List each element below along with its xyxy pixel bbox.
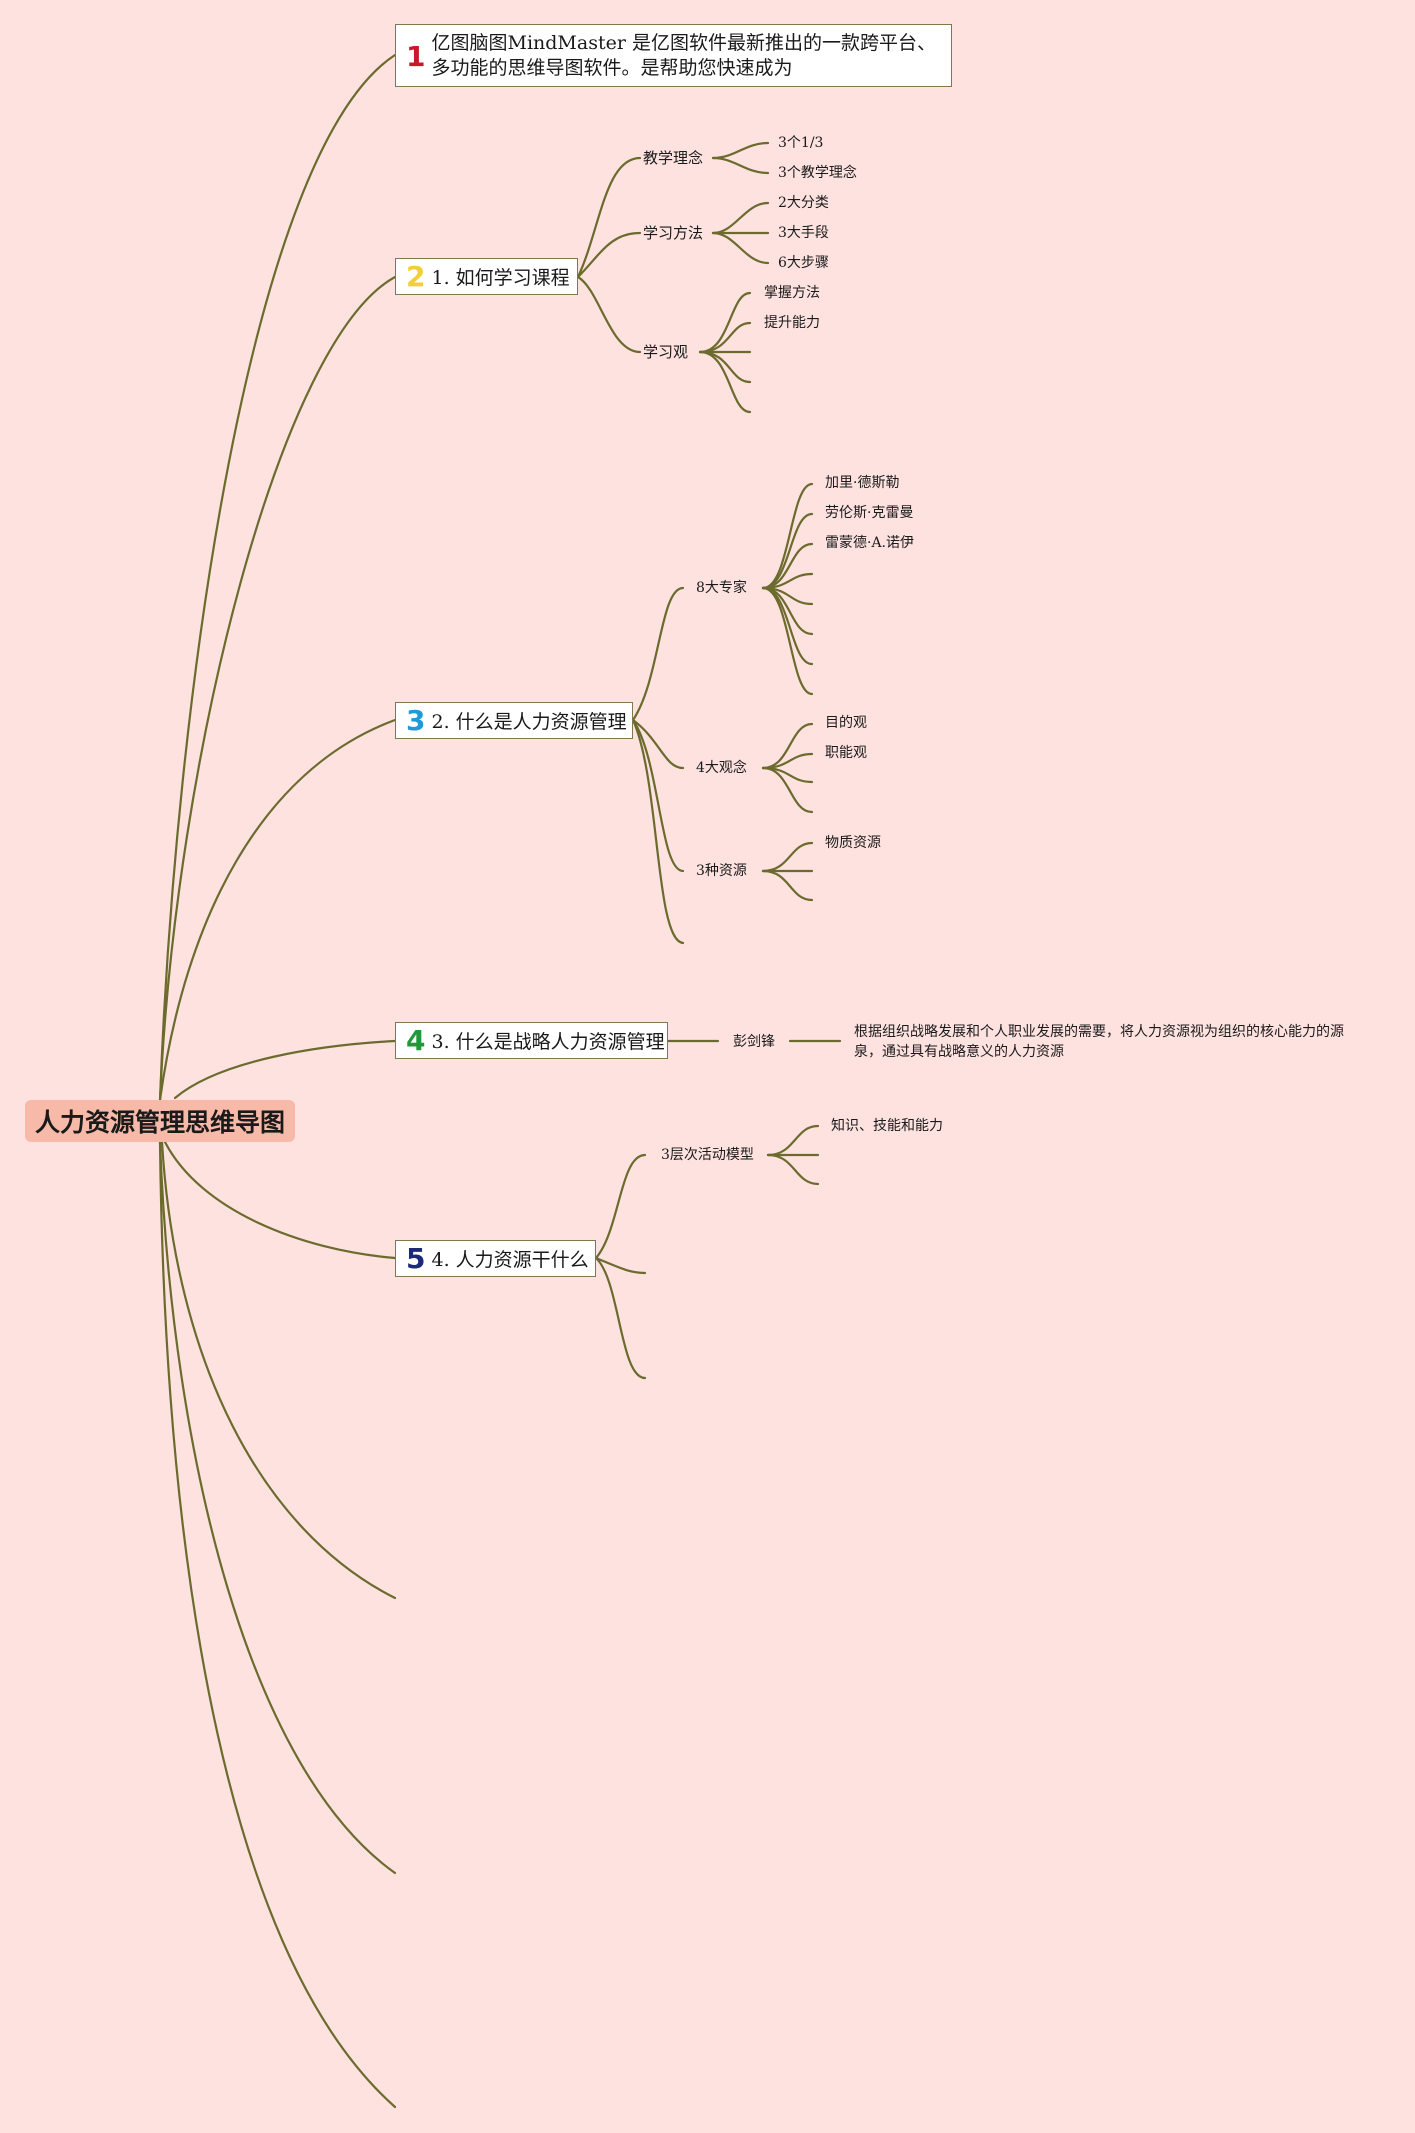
connector-experts-8: [761, 586, 814, 696]
connector-experts-2: [761, 512, 814, 590]
leaf-teaching-2[interactable]: 3个教学理念: [778, 165, 857, 181]
connector-t5-model: [594, 1153, 647, 1260]
leaf-resource-1[interactable]: 物质资源: [825, 835, 881, 851]
connector-root-topic1: [158, 53, 397, 1102]
number-1-icon: 1: [406, 40, 426, 73]
connector-teaching-b: [711, 156, 770, 175]
number-5-icon: 5: [406, 1241, 426, 1275]
root-node[interactable]: 人力资源管理思维导图: [25, 1100, 295, 1142]
leaf-teaching-1[interactable]: 3个1/3: [778, 135, 824, 151]
connector-method-c: [711, 231, 770, 265]
connector-root-empty6: [160, 1140, 397, 1600]
connector-view-a: [698, 291, 752, 354]
subtopic-concepts[interactable]: 4大观念: [696, 760, 747, 776]
number-3-icon: 3: [406, 703, 426, 737]
connector-root-empty7: [158, 1140, 397, 1875]
connector-root-empty8: [158, 1140, 397, 2109]
connector-t3-empty: [631, 718, 685, 945]
leaf-expert-1[interactable]: 加里·德斯勒: [825, 475, 900, 491]
leaf-expert-3[interactable]: 雷蒙德·A.诺伊: [825, 535, 915, 551]
leaf-concept-2[interactable]: 职能观: [825, 745, 867, 761]
connector-t3-concepts: [631, 718, 685, 770]
subtopic-person[interactable]: 彭剑锋: [733, 1034, 775, 1050]
connector-t2-method: [576, 231, 642, 279]
connector-concepts-4: [761, 766, 814, 814]
connector-method-a: [711, 201, 770, 235]
connector-model-1: [766, 1124, 820, 1157]
leaf-method-2[interactable]: 3大手段: [778, 225, 829, 241]
connector-t3-experts: [631, 586, 685, 722]
leaf-concept-1[interactable]: 目的观: [825, 715, 867, 731]
connector-experts-7: [761, 586, 814, 666]
number-4-icon: 4: [406, 1023, 426, 1057]
topic-4[interactable]: 4 3. 什么是战略人力资源管理: [395, 1022, 668, 1059]
connector-t5-empty1: [594, 1256, 647, 1275]
connector-experts-1: [761, 482, 814, 590]
connector-t2-view: [576, 275, 642, 354]
connector-t5-empty2: [594, 1256, 647, 1380]
leaf-model-1[interactable]: 知识、技能和能力: [831, 1118, 943, 1134]
subtopic-model[interactable]: 3层次活动模型: [661, 1147, 754, 1163]
topic-5[interactable]: 5 4. 人力资源干什么: [395, 1240, 596, 1277]
leaf-expert-2[interactable]: 劳伦斯·克雷曼: [825, 505, 914, 521]
topic-1-label: 亿图脑图MindMaster 是亿图软件最新推出的一款跨平台、多功能的思维导图软…: [431, 32, 936, 79]
connector-view-e: [698, 350, 752, 414]
leaf-view-1[interactable]: 掌握方法: [764, 285, 820, 301]
topic-3-label: 2. 什么是人力资源管理: [431, 711, 627, 733]
number-2-icon: 2: [406, 259, 426, 293]
subtopic-experts[interactable]: 8大专家: [696, 580, 747, 596]
connector-resources-1: [761, 841, 814, 873]
leaf-view-2[interactable]: 提升能力: [764, 315, 820, 331]
connector-root-topic3: [158, 718, 397, 1102]
subtopic-study-method[interactable]: 学习方法: [643, 224, 704, 242]
subtopic-study-view[interactable]: 学习观: [643, 343, 689, 361]
connector-view-d: [698, 350, 752, 384]
connector-view-b: [698, 321, 752, 354]
leaf-method-1[interactable]: 2大分类: [778, 195, 829, 211]
topic-2[interactable]: 2 1. 如何学习课程: [395, 258, 578, 295]
leaf-method-3[interactable]: 6大步骤: [778, 255, 829, 271]
connector-resources-3: [761, 869, 814, 902]
topic-1[interactable]: 1 亿图脑图MindMaster 是亿图软件最新推出的一款跨平台、多功能的思维导…: [395, 24, 952, 87]
topic-4-label: 3. 什么是战略人力资源管理: [431, 1031, 665, 1053]
definition-note[interactable]: 根据组织战略发展和个人职业发展的需要，将人力资源视为组织的核心能力的源泉，通过具…: [854, 1024, 1344, 1060]
topic-2-label: 1. 如何学习课程: [431, 267, 570, 289]
connector-root-topic5: [163, 1140, 397, 1260]
connector-root-topic4: [173, 1039, 397, 1100]
connector-model-3: [766, 1153, 820, 1186]
connector-t2-teaching: [576, 156, 642, 279]
subtopic-resources[interactable]: 3种资源: [696, 863, 747, 879]
connector-t3-resources: [631, 718, 685, 873]
connector-teaching-a: [711, 141, 770, 160]
connector-root-topic2: [158, 275, 397, 1102]
root-label: 人力资源管理思维导图: [34, 1108, 285, 1137]
topic-3[interactable]: 3 2. 什么是人力资源管理: [395, 702, 633, 739]
topic-5-label: 4. 人力资源干什么: [431, 1249, 589, 1271]
subtopic-teaching-idea[interactable]: 教学理念: [643, 149, 704, 167]
